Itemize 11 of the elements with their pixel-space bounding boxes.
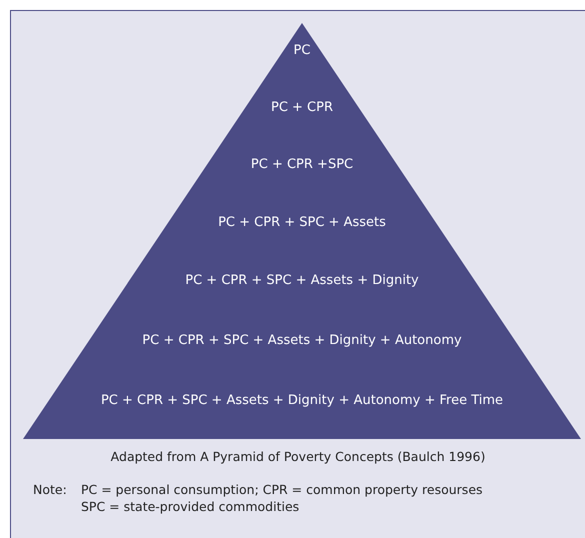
tier-label: PC + CPR + SPC + Assets [218, 215, 386, 230]
caption: Adapted from A Pyramid of Poverty Concepts (Baulch 1996) [110, 449, 486, 464]
tier-label: PC + CPR +SPC [250, 157, 354, 172]
tier-label: PC + CPR + SPC + Assets + Dignity [185, 273, 419, 288]
tier-label: PC [294, 43, 310, 58]
note-label: Note: [33, 482, 67, 497]
tier-label: PC + CPR [270, 100, 334, 115]
tier-label: PC + CPR + SPC + Assets + Dignity + Autonomy [142, 333, 462, 348]
note-text: SPC = state-provided commodities [81, 499, 300, 514]
note-text: PC = personal consumption; CPR = common property resourses [81, 482, 483, 497]
tier-label: PC + CPR + SPC + Assets + Dignity + Autonomy + Free Time [100, 393, 504, 408]
